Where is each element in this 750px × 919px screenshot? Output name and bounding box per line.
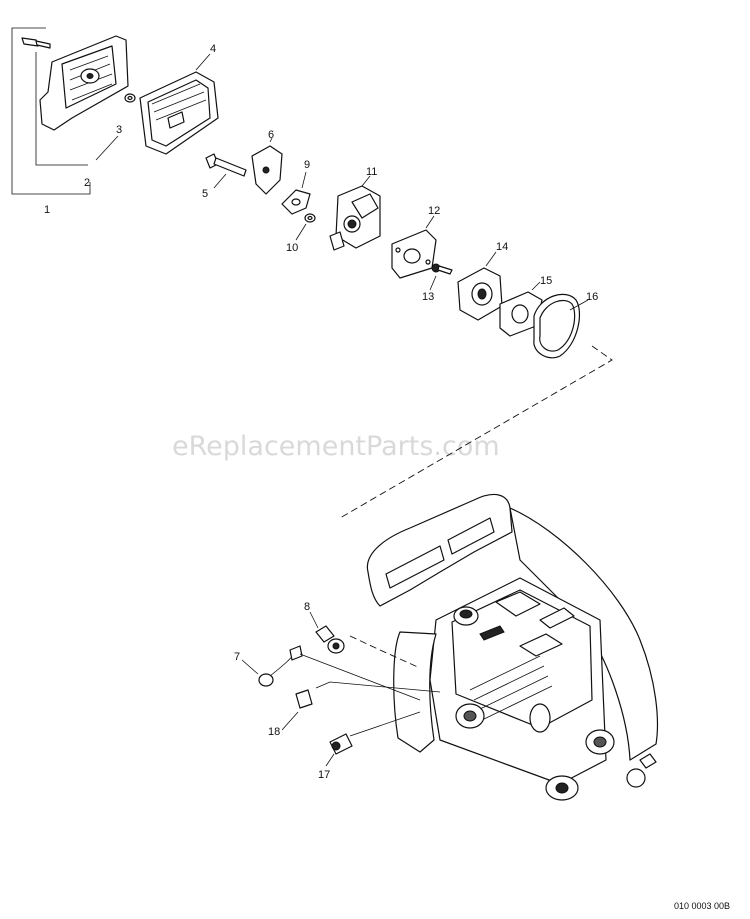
plug-part-7	[258, 645, 303, 687]
drawing-code: 010 0003 00B	[674, 901, 730, 911]
filter-part-18	[295, 689, 313, 709]
callout-11: 11	[366, 166, 377, 178]
cover-screw	[21, 37, 51, 49]
callout-9: 9	[304, 159, 310, 171]
callout-14: 14	[496, 241, 508, 253]
callout-7: 7	[234, 651, 240, 663]
callout-17: 17	[318, 769, 330, 781]
carburetor	[329, 175, 381, 251]
plug-part-17	[329, 733, 353, 755]
watermark-text: eReplacementParts.com	[172, 431, 500, 462]
screw-part-13	[431, 263, 453, 275]
callout-2: 2	[84, 177, 90, 189]
callout-13: 13	[422, 291, 434, 303]
callout-5: 5	[202, 188, 208, 200]
callout-1: 1	[44, 204, 50, 216]
callout-3: 3	[116, 124, 122, 136]
callout-4: 4	[210, 43, 216, 55]
cap-part-8	[315, 625, 345, 654]
air-filter	[139, 71, 219, 155]
intake-manifold	[457, 267, 503, 321]
insulator-part-12	[391, 229, 437, 279]
bolt-part-5	[205, 153, 247, 177]
washer-part-3	[124, 93, 136, 103]
callout-8: 8	[304, 601, 310, 613]
callout-12: 12	[428, 205, 440, 217]
seal-ring-part-16	[533, 293, 581, 359]
callout-10: 10	[286, 242, 298, 254]
callout-16: 16	[586, 291, 598, 303]
callout-18: 18	[268, 726, 280, 738]
ring-part-10	[304, 213, 316, 223]
callout-6: 6	[268, 129, 274, 141]
callout-15: 15	[540, 275, 552, 287]
bracket-part-6	[251, 145, 283, 195]
air-cleaner-cover	[39, 35, 129, 131]
gasket-part-9	[281, 189, 311, 215]
chainsaw-body	[366, 493, 659, 801]
